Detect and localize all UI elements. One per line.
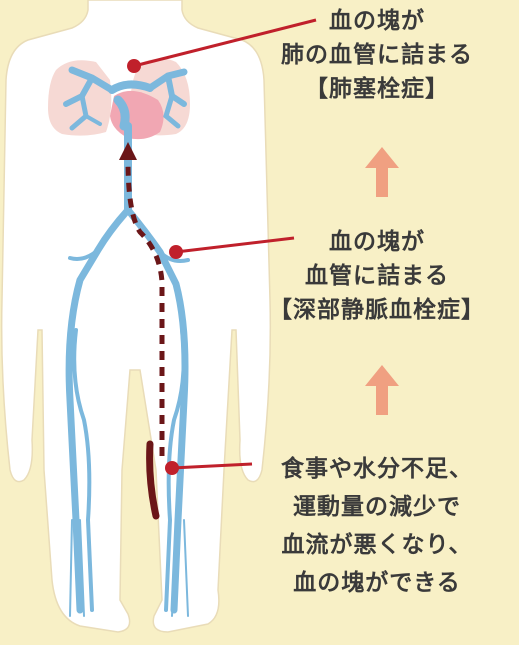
up-arrow-upper — [365, 147, 399, 197]
label-line: 運動量の減少で — [232, 488, 519, 526]
up-arrow-lower — [365, 365, 399, 415]
label-cause: 食事や水分不足、 運動量の減少で 血流が悪くなり、 血の塊ができる — [232, 450, 519, 602]
label-line: 食事や水分不足、 — [232, 450, 519, 488]
label-pulmonary-embolism: 血の塊が 肺の血管に詰まる 【肺塞栓症】 — [232, 4, 519, 106]
label-line: 血流が悪くなり、 — [232, 526, 519, 564]
label-line: 血の塊ができる — [232, 564, 519, 602]
label-line: 肺の血管に詰まる — [232, 38, 519, 72]
label-line: 血の塊が — [232, 4, 519, 38]
label-line: 血管に詰まる — [232, 259, 519, 293]
label-line: 【深部静脈血栓症】 — [232, 293, 519, 327]
label-line: 【肺塞栓症】 — [232, 72, 519, 106]
label-line: 血の塊が — [232, 225, 519, 259]
label-deep-vein-thrombosis: 血の塊が 血管に詰まる 【深部静脈血栓症】 — [232, 225, 519, 327]
